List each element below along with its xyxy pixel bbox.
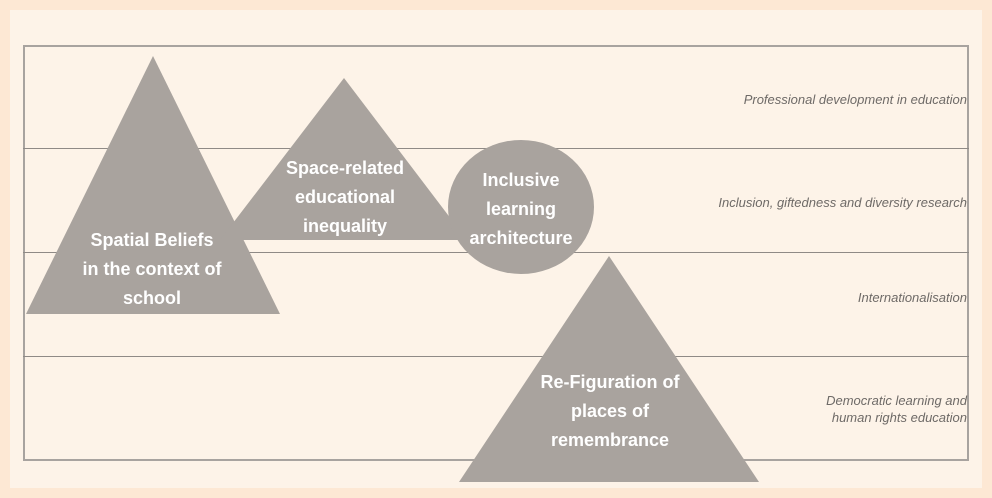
inclusive-architecture-circle	[448, 140, 594, 274]
row-label-democratic-learning: Democratic learning and human rights edu…	[826, 393, 967, 425]
row-label-internationalisation: Internationalisation	[857, 290, 967, 305]
refiguration-triangle	[459, 256, 759, 482]
space-related-inequality-label: Space-related educational inequality	[285, 158, 405, 236]
row-label-inclusion-research: Inclusion, giftedness and diversity rese…	[718, 195, 967, 210]
inclusive-architecture-label: Inclusive learning architecture	[469, 170, 573, 248]
spatial-beliefs-label: Spatial Beliefs in the context of school	[82, 230, 222, 308]
refiguration-label: Re-Figuration of places of remembrance	[540, 372, 680, 450]
spatial-beliefs-triangle	[26, 56, 280, 314]
row-divider-3	[23, 356, 969, 357]
space-related-inequality-triangle	[220, 78, 467, 240]
row-label-professional-development: Professional development in education	[743, 92, 967, 107]
